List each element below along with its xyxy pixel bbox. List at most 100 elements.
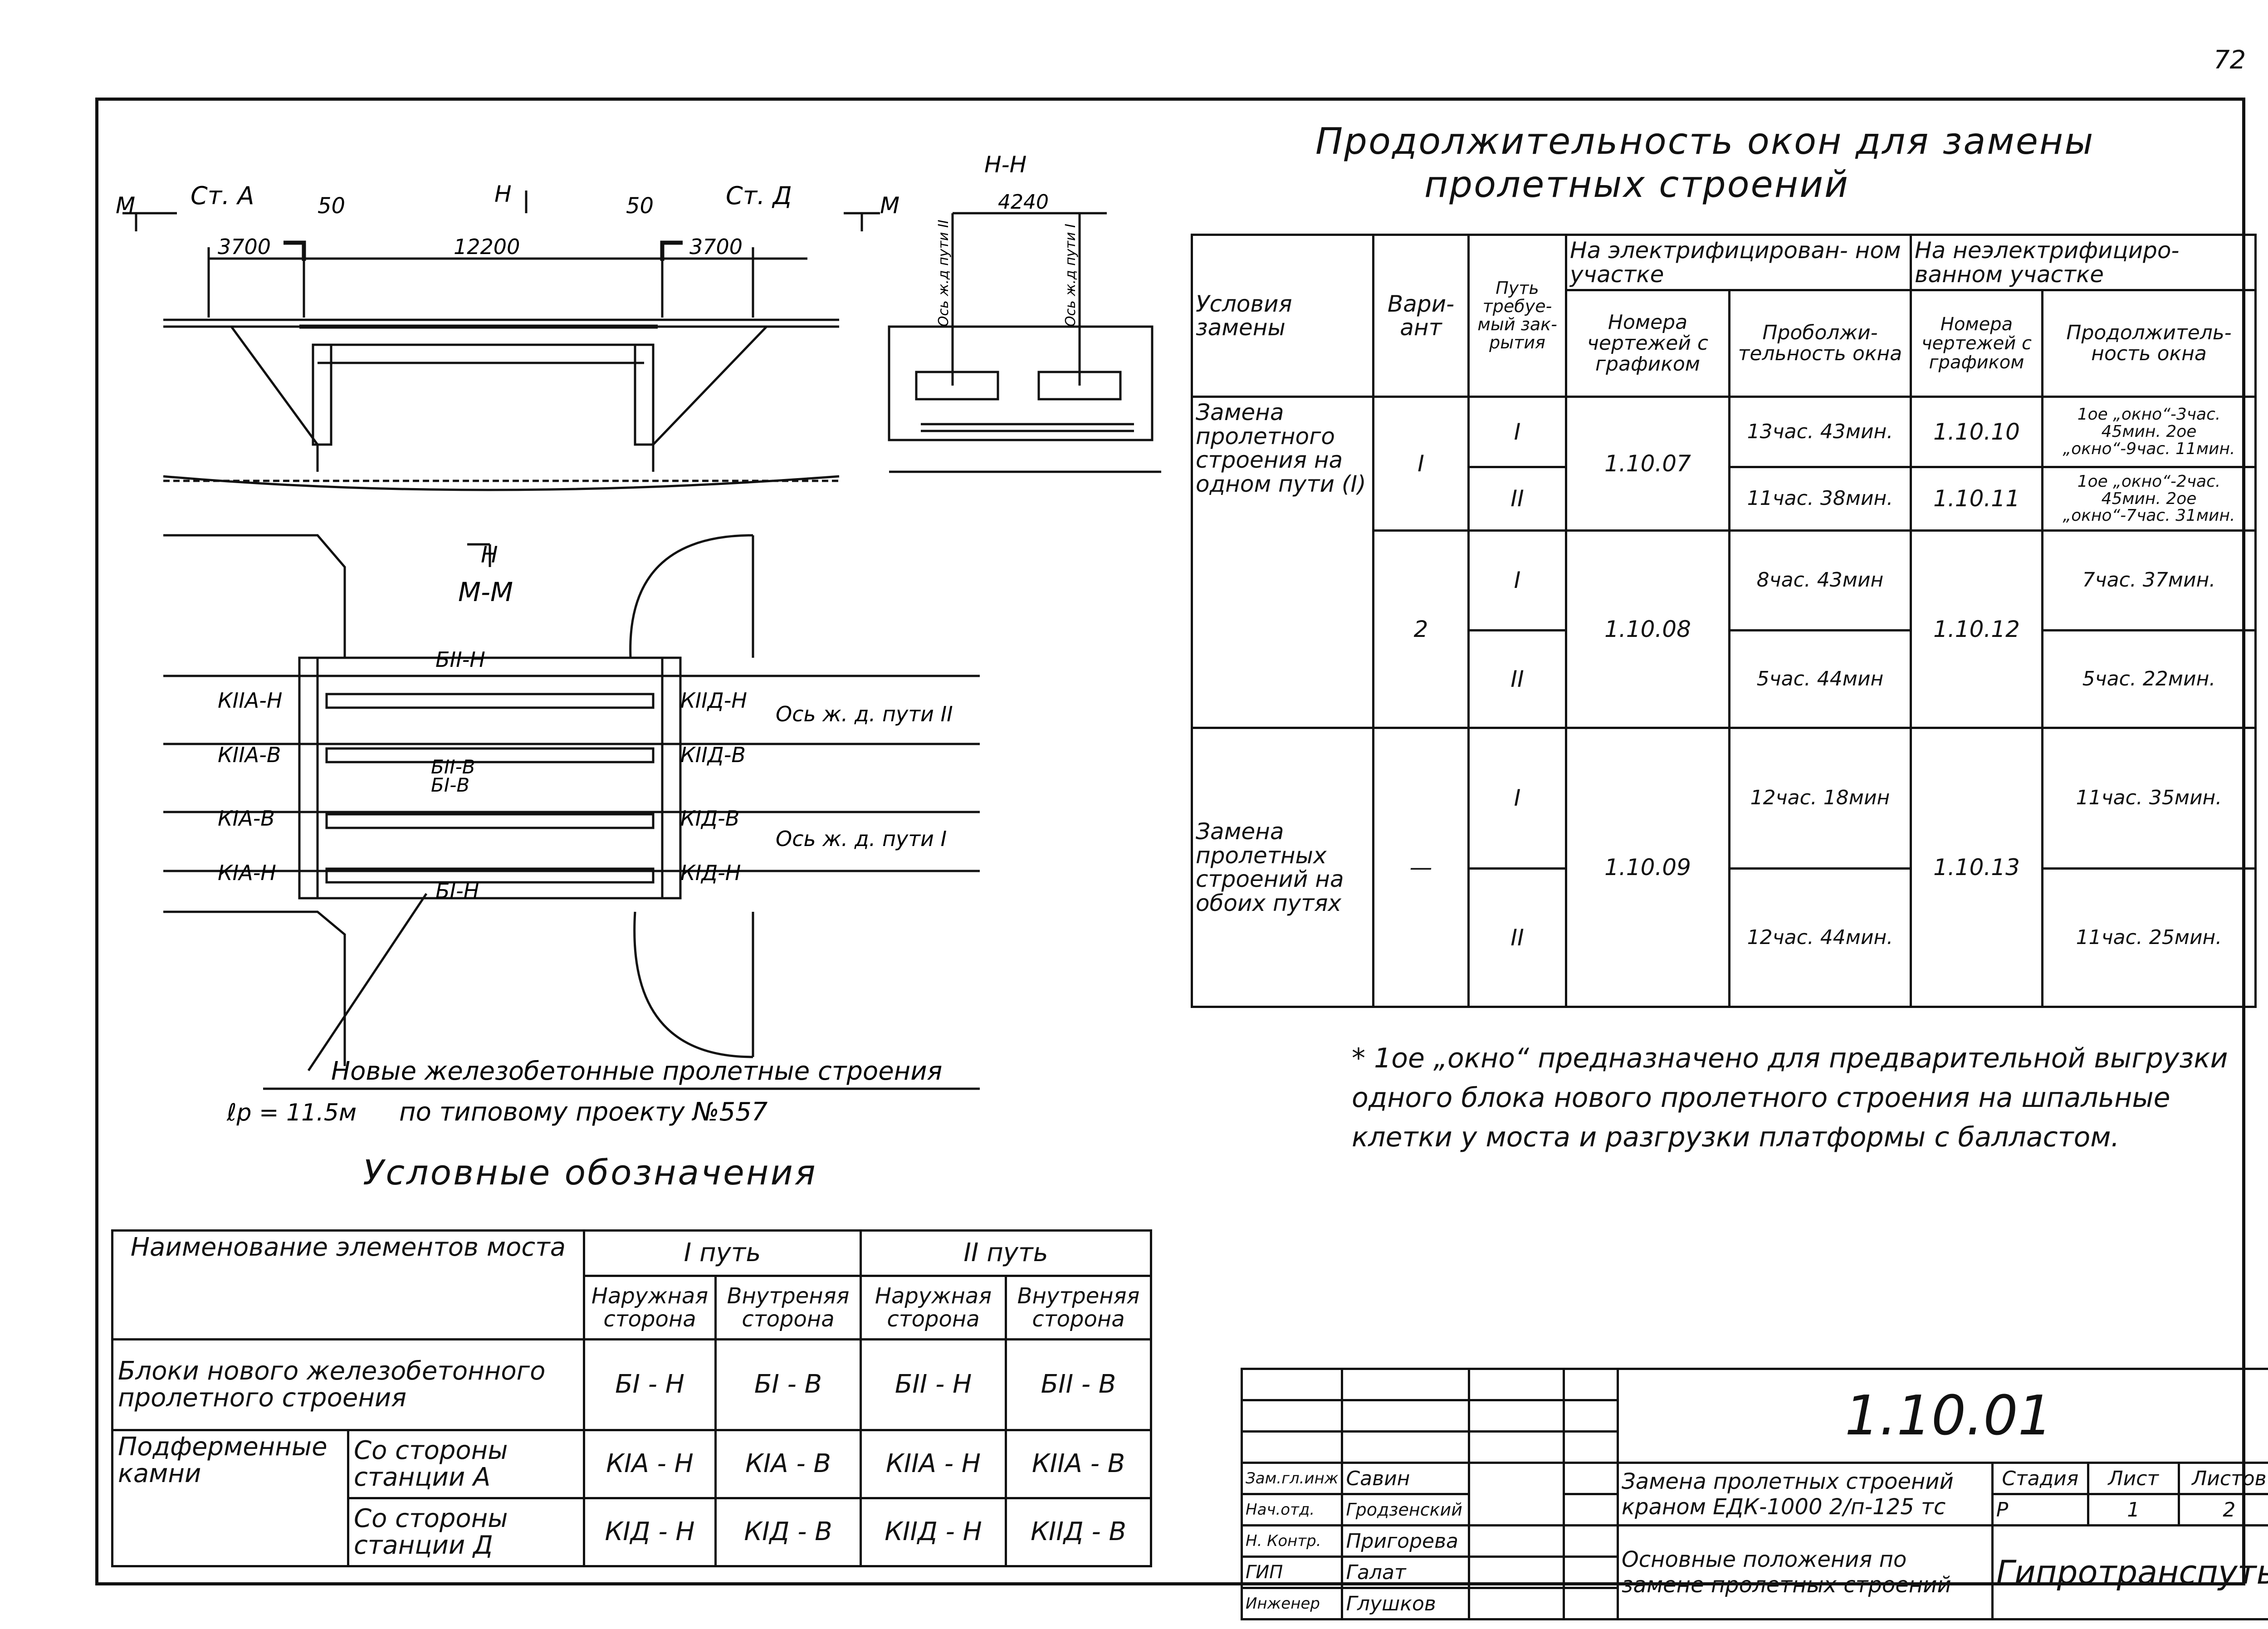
- dim-50-left: 50: [318, 193, 345, 219]
- label-k2an: КIIА-Н: [218, 688, 282, 713]
- row6-ne-duration: 11час. 25мин.: [2041, 867, 2257, 1008]
- label-k2dn: КIIД-Н: [680, 688, 747, 713]
- ne-dwg-4: 1.10.13: [1910, 727, 2043, 1008]
- row1-track: I: [1467, 396, 1567, 468]
- legend-r3-c3: КIIД - Н: [860, 1497, 1007, 1567]
- drawing-number: 1.10.01: [1617, 1368, 2268, 1464]
- role-2: Нач.отд.: [1240, 1493, 1344, 1526]
- label-k1an: КIА-Н: [218, 861, 276, 885]
- legend-r2-c4: КIIА - В: [1005, 1429, 1152, 1499]
- row3-track: I: [1467, 529, 1567, 631]
- variant-2: 2: [1372, 529, 1470, 729]
- legend-header-name: Наименование элементов моста: [111, 1229, 585, 1340]
- durations-title-line1: Продолжительность окон для замены: [1315, 120, 2095, 162]
- project-title: Замена пролетных строений краном ЕДК-100…: [1617, 1462, 1994, 1526]
- name-4: Галат: [1341, 1556, 1471, 1589]
- legend-row1-name: Блоки нового железобетонного пролетного …: [111, 1338, 585, 1431]
- sheet-value: 1: [2087, 1493, 2180, 1526]
- ne-dwg-1: 1.10.10: [1910, 396, 2043, 468]
- group1-conditions: Замена пролетного строения на одном пути…: [1191, 396, 1374, 729]
- legend-outer-1: Наружная сторона: [583, 1275, 717, 1340]
- header-variant: Вари- ант: [1372, 234, 1470, 398]
- ne-dwg-2: 1.10.11: [1910, 466, 2043, 532]
- legend-r2-c1: КIА - Н: [583, 1429, 717, 1499]
- note-line2: по типовому проекту №557: [399, 1097, 768, 1127]
- header-duration2: Продолжитель- ность окна: [2041, 289, 2257, 398]
- legend-r3-c1: КIД - Н: [583, 1497, 717, 1567]
- label-k2av: КIIА-В: [218, 743, 281, 767]
- legend-r3-c2: КIД - В: [714, 1497, 862, 1567]
- axis-track2-label: Ось ж.д пути II: [936, 220, 952, 327]
- dim-3700-left: 3700: [218, 235, 271, 259]
- legend-r1-c1: БI - Н: [583, 1338, 717, 1431]
- durations-title-line2: пролетных строений: [1424, 163, 1850, 205]
- row2-track: II: [1467, 466, 1567, 532]
- label-axis2: Ось ж. д. пути II: [776, 702, 953, 726]
- header-track: Путь требуе- мый зак- рытия: [1467, 234, 1567, 398]
- group2-conditions: Замена пролетных строений на обоих путях: [1191, 727, 1374, 1008]
- dim-3700-right: 3700: [689, 235, 743, 259]
- e-dwg-3: 1.10.09: [1565, 727, 1730, 1008]
- hh-title: Н-Н: [984, 152, 1026, 178]
- row2-e-duration: 11час. 38мин.: [1728, 466, 1912, 532]
- header-conditions: Условия замены: [1191, 234, 1374, 398]
- legend-track1: I путь: [583, 1229, 862, 1277]
- label-b2n: БII-Н: [435, 647, 485, 672]
- row2-ne-duration: 1ое „окно“-2час. 45мин. 2ое „окно“-7час.…: [2041, 466, 2257, 532]
- name-2: Гродзенский: [1341, 1493, 1471, 1526]
- legend-row2b-sub: Со стороны станции Д: [347, 1497, 585, 1567]
- legend-inner-1: Внутреняя сторона: [714, 1275, 862, 1340]
- sheet-title: Основные положения по замене пролетных с…: [1617, 1524, 1994, 1620]
- row5-ne-duration: 11час. 35мин.: [2041, 727, 2257, 870]
- row4-track: II: [1467, 629, 1567, 729]
- row5-e-duration: 12час. 18мин: [1728, 727, 1912, 870]
- organization: Гипротранспуть: [1991, 1524, 2268, 1620]
- header-drawings2: Номера чертежей с графиком: [1910, 289, 2043, 398]
- row1-e-duration: 13час. 43мин.: [1728, 396, 1912, 468]
- station-left: Ст. А: [191, 181, 254, 210]
- section-mark-h-mid: H: [481, 542, 498, 568]
- variant-1: I: [1372, 396, 1470, 532]
- role-4: ГИП: [1240, 1556, 1344, 1589]
- legend-row2a-sub: Со стороны станции А: [347, 1429, 585, 1499]
- legend-row2-name: Подферменные камни: [111, 1429, 349, 1567]
- ne-dwg-3: 1.10.12: [1910, 529, 2043, 729]
- signature-5: [1468, 1587, 1565, 1620]
- durations-table: Условия замены Вари- ант Путь требуе- мы…: [1191, 234, 2257, 1008]
- legend-table: Наименование элементов моста I путь II п…: [111, 1229, 1152, 1567]
- header-duration: Проболжи- тельность окна: [1728, 289, 1912, 398]
- sheet-label: Лист: [2087, 1462, 2180, 1495]
- role-5: Инженер: [1240, 1587, 1344, 1620]
- label-k1dv: КIД-В: [680, 806, 739, 831]
- mm-title: М-М: [458, 577, 513, 607]
- station-right: Ст. Д: [726, 181, 792, 210]
- role-3: Н. Контр.: [1240, 1524, 1344, 1558]
- header-drawings: Номера чертежей с графиком: [1565, 289, 1730, 398]
- row1-ne-duration: 1ое „окно“-3час. 45мин. 2ое „окно“-9час.…: [2041, 396, 2257, 468]
- legend-r2-c2: КIА - В: [714, 1429, 862, 1499]
- legend-r3-c4: КIIД - В: [1005, 1497, 1152, 1567]
- label-k1av: КIА-В: [218, 806, 275, 831]
- name-1: Савин: [1341, 1462, 1471, 1495]
- signature-4: [1468, 1556, 1565, 1589]
- row5-track: I: [1467, 727, 1567, 870]
- legend-r2-c3: КIIА - Н: [860, 1429, 1007, 1499]
- legend-r1-c2: БI - В: [714, 1338, 862, 1431]
- legend-outer-2: Наружная сторона: [860, 1275, 1007, 1340]
- label-k1dn: КIД-Н: [680, 861, 741, 885]
- row6-track: II: [1467, 867, 1567, 1008]
- dim-12200: 12200: [454, 235, 520, 259]
- stage-label: Стадия: [1991, 1462, 2089, 1495]
- label-b1n: БI-Н: [435, 879, 479, 903]
- legend-inner-2: Внутреняя сторона: [1005, 1275, 1152, 1340]
- section-mark-m-right: M: [880, 192, 899, 219]
- row4-e-duration: 5час. 44мин: [1728, 629, 1912, 729]
- legend-track2: II путь: [860, 1229, 1152, 1277]
- row3-e-duration: 8час. 43мин: [1728, 529, 1912, 631]
- stage-value: Р: [1991, 1493, 2089, 1526]
- label-axis1: Ось ж. д. пути I: [776, 827, 947, 851]
- label-k2dv: КIIД-В: [680, 743, 746, 767]
- header-non-electrified: На неэлектрифициро- ванном участке: [1910, 234, 2257, 291]
- row6-e-duration: 12час. 44мин.: [1728, 867, 1912, 1008]
